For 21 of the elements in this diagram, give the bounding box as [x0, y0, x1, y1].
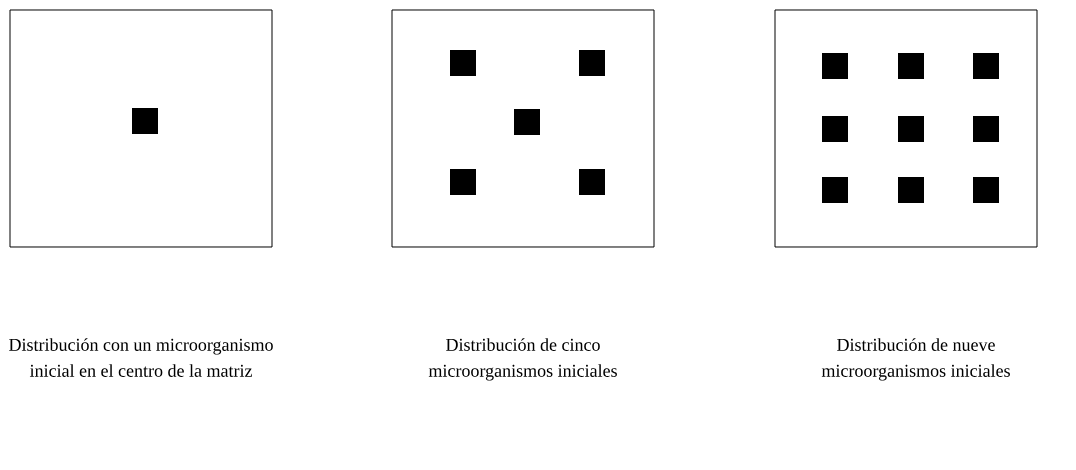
filled-square	[132, 108, 158, 134]
caption-text: Distribución de nueve microorganismos iniciales	[821, 338, 1010, 381]
filled-square	[973, 177, 999, 203]
filled-square	[514, 109, 540, 135]
caption-text: Distribución con un microorganismo inicial en el centro de la matriz	[9, 338, 273, 377]
filled-square	[450, 169, 476, 195]
filled-square	[973, 53, 999, 79]
frame-box	[9, 9, 273, 248]
caption-text: Distribución de cinco microorganismos iniciales	[428, 338, 617, 381]
filled-square	[898, 53, 924, 79]
filled-square	[822, 177, 848, 203]
frame-box	[391, 9, 655, 248]
filled-square	[579, 169, 605, 195]
filled-square	[973, 116, 999, 142]
filled-square	[822, 53, 848, 79]
frame-box	[774, 9, 1038, 248]
filled-square	[450, 50, 476, 76]
filled-square	[579, 50, 605, 76]
filled-square	[898, 116, 924, 142]
filled-square	[898, 177, 924, 203]
filled-square	[822, 116, 848, 142]
